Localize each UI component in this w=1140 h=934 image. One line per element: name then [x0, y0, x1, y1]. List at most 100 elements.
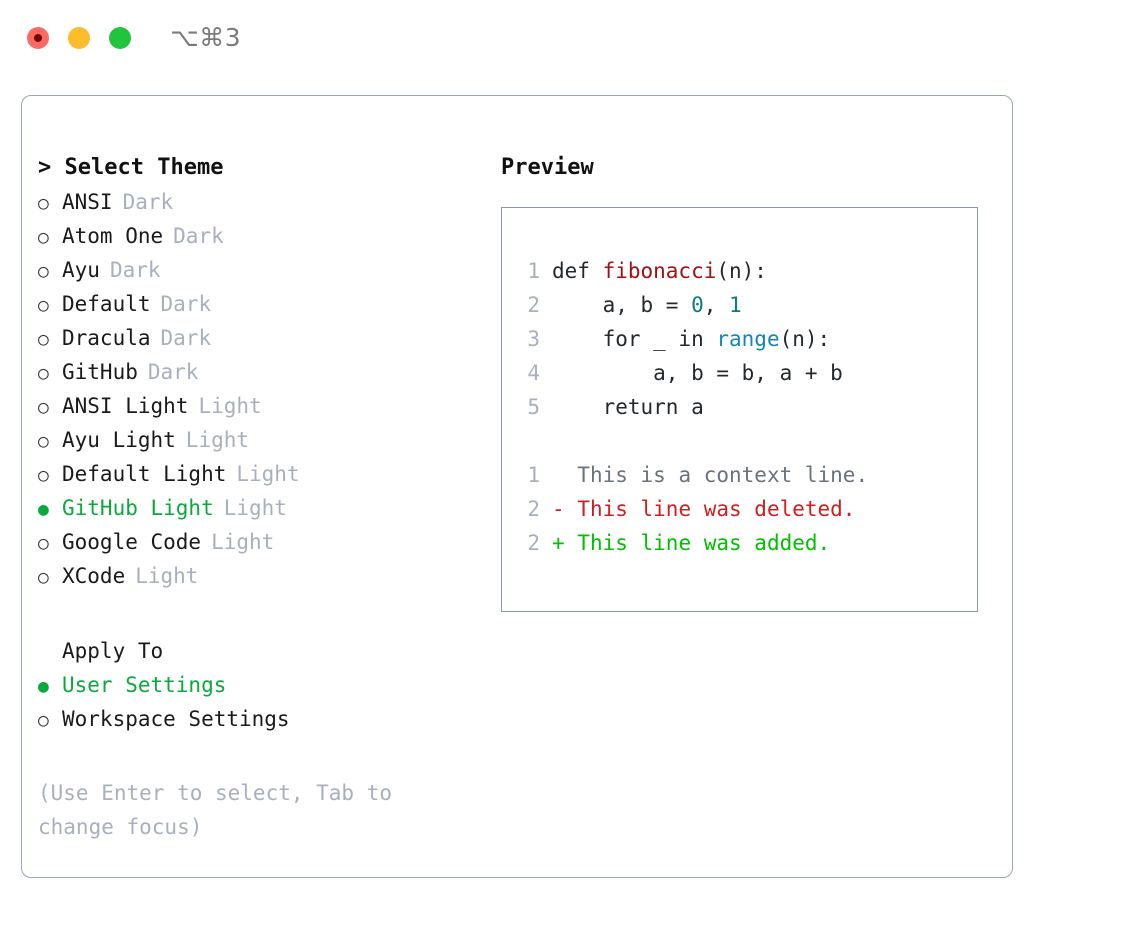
apply-to-option-label: User Settings — [62, 673, 227, 697]
code-line-number: 3 — [527, 327, 540, 351]
close-button-icon[interactable] — [27, 27, 49, 49]
radio-unselected-icon: ○ — [38, 533, 49, 554]
code-line: 4 a, b = b, a + b — [518, 356, 977, 390]
theme-option-ansi-light[interactable]: ○ ANSI Light Light — [38, 389, 498, 423]
radio-unselected-icon: ○ — [38, 710, 49, 731]
window-title: ⌥⌘3 — [170, 23, 242, 52]
code-line-text: a, b = 0, 1 — [552, 288, 742, 322]
apply-to-heading: Apply To — [62, 639, 164, 663]
theme-option-default-light[interactable]: ○ Default Light Light — [38, 457, 498, 491]
theme-option-name: Ayu Light — [62, 428, 176, 452]
code-token-plain: (n): — [779, 327, 831, 351]
diff-line-deleted: 2- This line was deleted. — [518, 492, 977, 526]
theme-option-name: ANSI Light — [62, 394, 189, 418]
theme-option-name: XCode — [62, 564, 126, 588]
code-line-text: def fibonacci(n): — [552, 254, 767, 288]
traffic-light-group — [27, 27, 131, 49]
select-theme-heading-prefix: > — [38, 155, 65, 180]
code-line: 3 for _ in range(n): — [518, 322, 977, 356]
radio-unselected-icon: ○ — [38, 193, 49, 214]
diff-line-text: This line was added. — [577, 531, 831, 555]
theme-option-github-light[interactable]: ● GitHub Light Light — [38, 491, 498, 525]
diff-marker: - — [552, 497, 578, 521]
diff-line-context: 1 This is a context line. — [518, 458, 977, 492]
theme-option-name: Google Code — [62, 530, 202, 554]
radio-unselected-icon: ○ — [38, 295, 49, 316]
code-token-function: fibonacci — [602, 259, 717, 283]
code-token-plain: def — [552, 259, 603, 283]
diff-line-content: - This line was deleted. — [552, 492, 855, 526]
theme-option-github[interactable]: ○ GitHub Dark — [38, 355, 498, 389]
select-theme-heading-label: Select Theme — [64, 155, 224, 180]
code-line: 2 a, b = 0, 1 — [518, 288, 977, 322]
radio-unselected-icon: ○ — [38, 397, 49, 418]
code-line-text: a, b = b, a + b — [552, 356, 843, 390]
theme-option-variant: Dark — [122, 190, 174, 214]
radio-unselected-icon: ○ — [38, 465, 49, 486]
radio-unselected-icon: ○ — [38, 363, 49, 384]
theme-option-variant: Light — [198, 394, 262, 418]
diff-line-number: 1 — [527, 463, 540, 487]
code-line-text: for _ in range(n): — [552, 322, 831, 356]
code-token-plain: a, b = — [552, 293, 692, 317]
apply-to-option-label: Workspace Settings — [62, 707, 290, 731]
theme-option-name: GitHub Light — [62, 496, 214, 520]
theme-option-google-code[interactable]: ○ Google Code Light — [38, 525, 498, 559]
theme-option-name: Default — [62, 292, 151, 316]
radio-unselected-icon: ○ — [38, 227, 49, 248]
diff-marker: + — [552, 531, 578, 555]
code-line-number: 5 — [527, 395, 540, 419]
theme-option-variant: Light — [135, 564, 199, 588]
theme-option-variant: Light — [236, 462, 300, 486]
radio-unselected-icon: ○ — [38, 329, 49, 350]
theme-option-ayu-light[interactable]: ○ Ayu Light Light — [38, 423, 498, 457]
radio-unselected-icon: ○ — [38, 431, 49, 452]
title-bar: ⌥⌘3 — [0, 0, 1140, 78]
radio-selected-icon: ● — [38, 499, 49, 520]
diff-line-text: This line was deleted. — [577, 497, 856, 521]
theme-option-variant: Light — [185, 428, 250, 452]
code-line-number: 4 — [527, 361, 540, 385]
apply-to-group: Apply To ● User Settings ○ Workspace Settin… — [38, 634, 498, 736]
apply-to-option-workspace-settings[interactable]: ○ Workspace Settings — [38, 702, 498, 736]
diff-line-text: This is a context line. — [577, 463, 869, 487]
theme-option-variant: Dark — [173, 224, 224, 248]
code-token-number: 0 — [691, 293, 704, 317]
theme-option-name: Ayu — [62, 258, 100, 282]
code-token-plain: a, b = b, a + b — [552, 361, 843, 385]
radio-selected-icon: ● — [38, 676, 49, 697]
diff-line-added: 2 + This line was added. — [518, 526, 977, 560]
diff-line-number: 2 — [527, 531, 540, 555]
code-line: 5 return a — [518, 390, 977, 424]
code-token-number: 1 — [729, 293, 742, 317]
diff-line-content: + This line was added. — [552, 526, 830, 560]
code-line-text: return a — [552, 390, 704, 424]
diff-block: 1 This is a context line.2- This line wa… — [518, 458, 977, 560]
theme-option-name: Dracula — [62, 326, 151, 350]
minimize-button-icon[interactable] — [68, 27, 90, 49]
code-token-plain: return a — [552, 395, 704, 419]
theme-option-variant: Dark — [147, 360, 199, 384]
theme-option-variant: Light — [211, 530, 275, 554]
apply-to-option-user-settings[interactable]: ● User Settings — [38, 668, 498, 702]
help-text: (Use Enter to select, Tab to change focu… — [38, 781, 405, 839]
diff-line-number: 2 — [527, 497, 540, 521]
theme-option-variant: Light — [223, 496, 287, 520]
theme-option-name: GitHub — [62, 360, 138, 384]
code-line-number: 1 — [527, 259, 540, 283]
maximize-button-icon[interactable] — [109, 27, 131, 49]
code-diff-spacer — [518, 424, 977, 458]
theme-option-name: Default Light — [62, 462, 227, 486]
